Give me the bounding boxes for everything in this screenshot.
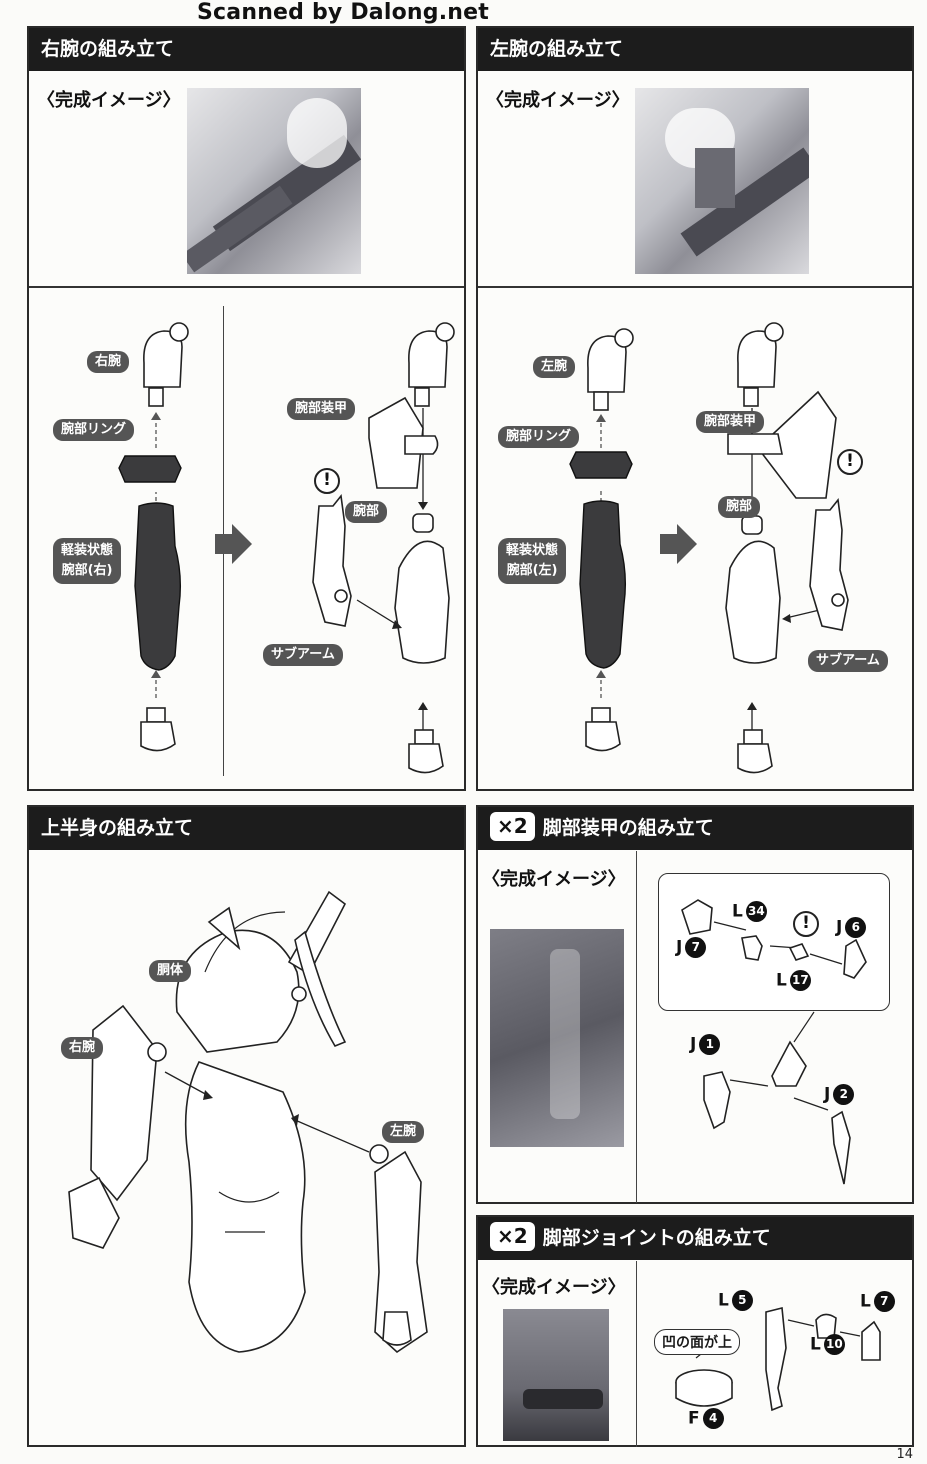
page-number: 14 bbox=[896, 1447, 913, 1462]
label-upper-arm: 左腕 bbox=[533, 356, 576, 378]
label-sub-arm: サブアーム bbox=[263, 644, 343, 666]
caution-icon: ! bbox=[314, 468, 340, 494]
preview-label: 〈完成イメージ〉 bbox=[37, 90, 181, 111]
label-arm-ring: 腕部リング bbox=[498, 426, 580, 448]
step-arrow-stem bbox=[215, 534, 233, 554]
label-forearm: 腕部 bbox=[718, 496, 761, 518]
label-arm-ring: 腕部リング bbox=[53, 419, 135, 441]
panel-title: ×2 脚部装甲の組み立て bbox=[478, 807, 912, 850]
step-arrow-stem bbox=[660, 534, 678, 554]
note-bubble: 凹の面が上 bbox=[654, 1329, 740, 1355]
label-forearm: 腕部 bbox=[345, 501, 388, 523]
multiplier-badge: ×2 bbox=[490, 1222, 535, 1251]
panel-title: ×2 脚部ジョイントの組み立て bbox=[478, 1217, 912, 1260]
preview-label: 〈完成イメージ〉 bbox=[486, 90, 630, 111]
right-arm-step1-drawing bbox=[118, 322, 189, 752]
step-arrow bbox=[677, 524, 697, 564]
label-light-arm-line1: 軽装状態 bbox=[61, 543, 114, 558]
panel-upper-body: 上半身の組み立て 胴体 右腕 左腕 bbox=[27, 805, 466, 1447]
label-upper-arm: 右腕 bbox=[87, 351, 130, 373]
step-arrow bbox=[232, 524, 252, 564]
left-arm-step2-drawing bbox=[725, 322, 849, 774]
panel-title-text: 脚部装甲の組み立て bbox=[542, 817, 714, 839]
upper-body-drawing bbox=[68, 890, 428, 1354]
preview-label: 〈完成イメージ〉 bbox=[482, 869, 626, 890]
label-sub-arm: サブアーム bbox=[808, 650, 888, 672]
label-light-arm-line1: 軽装状態 bbox=[506, 543, 559, 558]
label-light-arm: 軽装状態 腕部(左) bbox=[498, 538, 567, 584]
panel-title: 左腕の組み立て bbox=[478, 28, 912, 71]
label-light-arm-line2: 腕部(右) bbox=[61, 563, 113, 578]
label-torso: 胴体 bbox=[149, 960, 192, 982]
label-arm-armor: 腕部装甲 bbox=[287, 398, 356, 420]
section-divider bbox=[478, 286, 912, 288]
preview-divider bbox=[636, 1261, 637, 1447]
label-right-arm: 右腕 bbox=[61, 1037, 104, 1059]
label-arm-armor: 腕部装甲 bbox=[696, 411, 765, 433]
panel-right-arm: 右腕の組み立て 〈完成イメージ〉 右腕 腕部リング 軽装状態 腕部(右) bbox=[27, 26, 466, 791]
panel-title-text: 脚部ジョイントの組み立て bbox=[542, 1227, 771, 1249]
panel-title: 右腕の組み立て bbox=[29, 28, 464, 71]
leg-armor-drawing bbox=[681, 899, 867, 1185]
right-arm-step2-drawing bbox=[312, 322, 455, 774]
caution-icon: ! bbox=[837, 449, 863, 475]
label-light-arm: 軽装状態 腕部(右) bbox=[53, 538, 122, 584]
multiplier-badge: ×2 bbox=[490, 812, 535, 841]
label-light-arm-line2: 腕部(左) bbox=[506, 563, 558, 578]
preview-photo bbox=[490, 929, 624, 1147]
preview-label: 〈完成イメージ〉 bbox=[482, 1277, 626, 1298]
label-left-arm: 左腕 bbox=[382, 1121, 425, 1143]
left-arm-step1-drawing bbox=[569, 328, 634, 752]
preview-photo bbox=[187, 88, 361, 274]
preview-photo bbox=[503, 1309, 609, 1441]
preview-divider bbox=[636, 851, 637, 1203]
panel-left-arm: 左腕の組み立て 〈完成イメージ〉 左腕 腕部リング 軽装状態 腕部(左) bbox=[476, 26, 914, 791]
panel-title: 上半身の組み立て bbox=[29, 807, 464, 850]
section-divider bbox=[29, 286, 464, 288]
leg-joint-drawing bbox=[675, 1306, 881, 1412]
preview-photo bbox=[635, 88, 809, 274]
caution-icon: ! bbox=[793, 911, 819, 937]
watermark: Scanned by Dalong.net bbox=[197, 0, 489, 25]
